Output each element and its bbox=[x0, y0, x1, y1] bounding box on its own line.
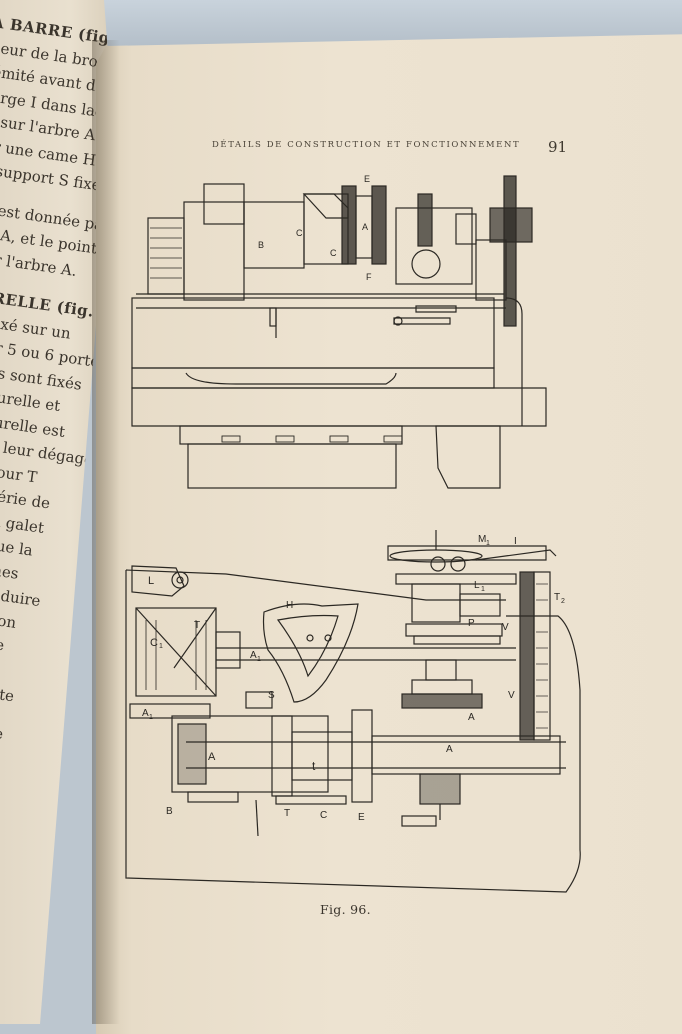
bottom-label-b: B bbox=[166, 806, 173, 817]
bottom-label-m: M bbox=[478, 534, 486, 545]
bottom-label-l1-subscript: 1 bbox=[481, 586, 485, 593]
top-label-c2: C bbox=[330, 248, 337, 258]
bottom-label-e-bottom: E bbox=[358, 812, 365, 823]
bottom-label-i: I bbox=[514, 536, 517, 547]
bottom-label-a-shaft: A bbox=[208, 751, 216, 763]
bottom-label-c1: C bbox=[150, 637, 158, 649]
bottom-label-a-right: A bbox=[446, 744, 453, 755]
bottom-label-t2: T bbox=[554, 592, 560, 603]
bottom-label-l: L bbox=[148, 575, 154, 587]
top-label-f: F bbox=[366, 272, 372, 282]
page-number: 91 bbox=[548, 138, 568, 156]
bottom-label-m-subscript: 1 bbox=[486, 540, 490, 547]
running-head: Détails de construction et fonctionnemen… bbox=[212, 140, 521, 150]
bottom-label-a-left: A bbox=[142, 708, 149, 719]
figure-bottom-turret-mechanism: L H C 1 T A 1 M 1 I L 1 T 2 P V V S A A … bbox=[125, 530, 581, 893]
bottom-label-t-bottom: T bbox=[284, 808, 290, 819]
bottom-label-v: V bbox=[502, 622, 509, 633]
bottom-label-v1: V bbox=[508, 690, 515, 701]
top-label-a: A bbox=[362, 222, 368, 232]
bottom-label-c-bottom: C bbox=[320, 810, 327, 821]
bottom-label-a-mid: A bbox=[468, 712, 475, 723]
bottom-label-c1-subscript: 1 bbox=[159, 643, 163, 650]
bottom-label-t-small: t bbox=[312, 759, 316, 773]
bottom-label-t-top: T bbox=[194, 620, 200, 631]
figure-caption: Fig. 96. bbox=[320, 902, 371, 917]
bottom-label-a1: A bbox=[250, 650, 257, 661]
bottom-label-a1-subscript: 1 bbox=[257, 656, 261, 663]
bottom-label-a-left-subscript: 1 bbox=[149, 714, 153, 721]
bottom-label-l1: L bbox=[474, 580, 480, 591]
bottom-label-s: S bbox=[268, 690, 275, 701]
bottom-label-h: H bbox=[286, 600, 293, 611]
top-label-b: B bbox=[258, 240, 264, 250]
figure-top-machine-elevation: E B C C A F bbox=[131, 174, 547, 489]
top-label-e: E bbox=[364, 174, 370, 184]
right-page bbox=[96, 34, 682, 1034]
bottom-label-t2-subscript: 2 bbox=[561, 598, 565, 605]
top-label-c1: C bbox=[296, 228, 303, 238]
bottom-label-p: P bbox=[468, 618, 475, 629]
